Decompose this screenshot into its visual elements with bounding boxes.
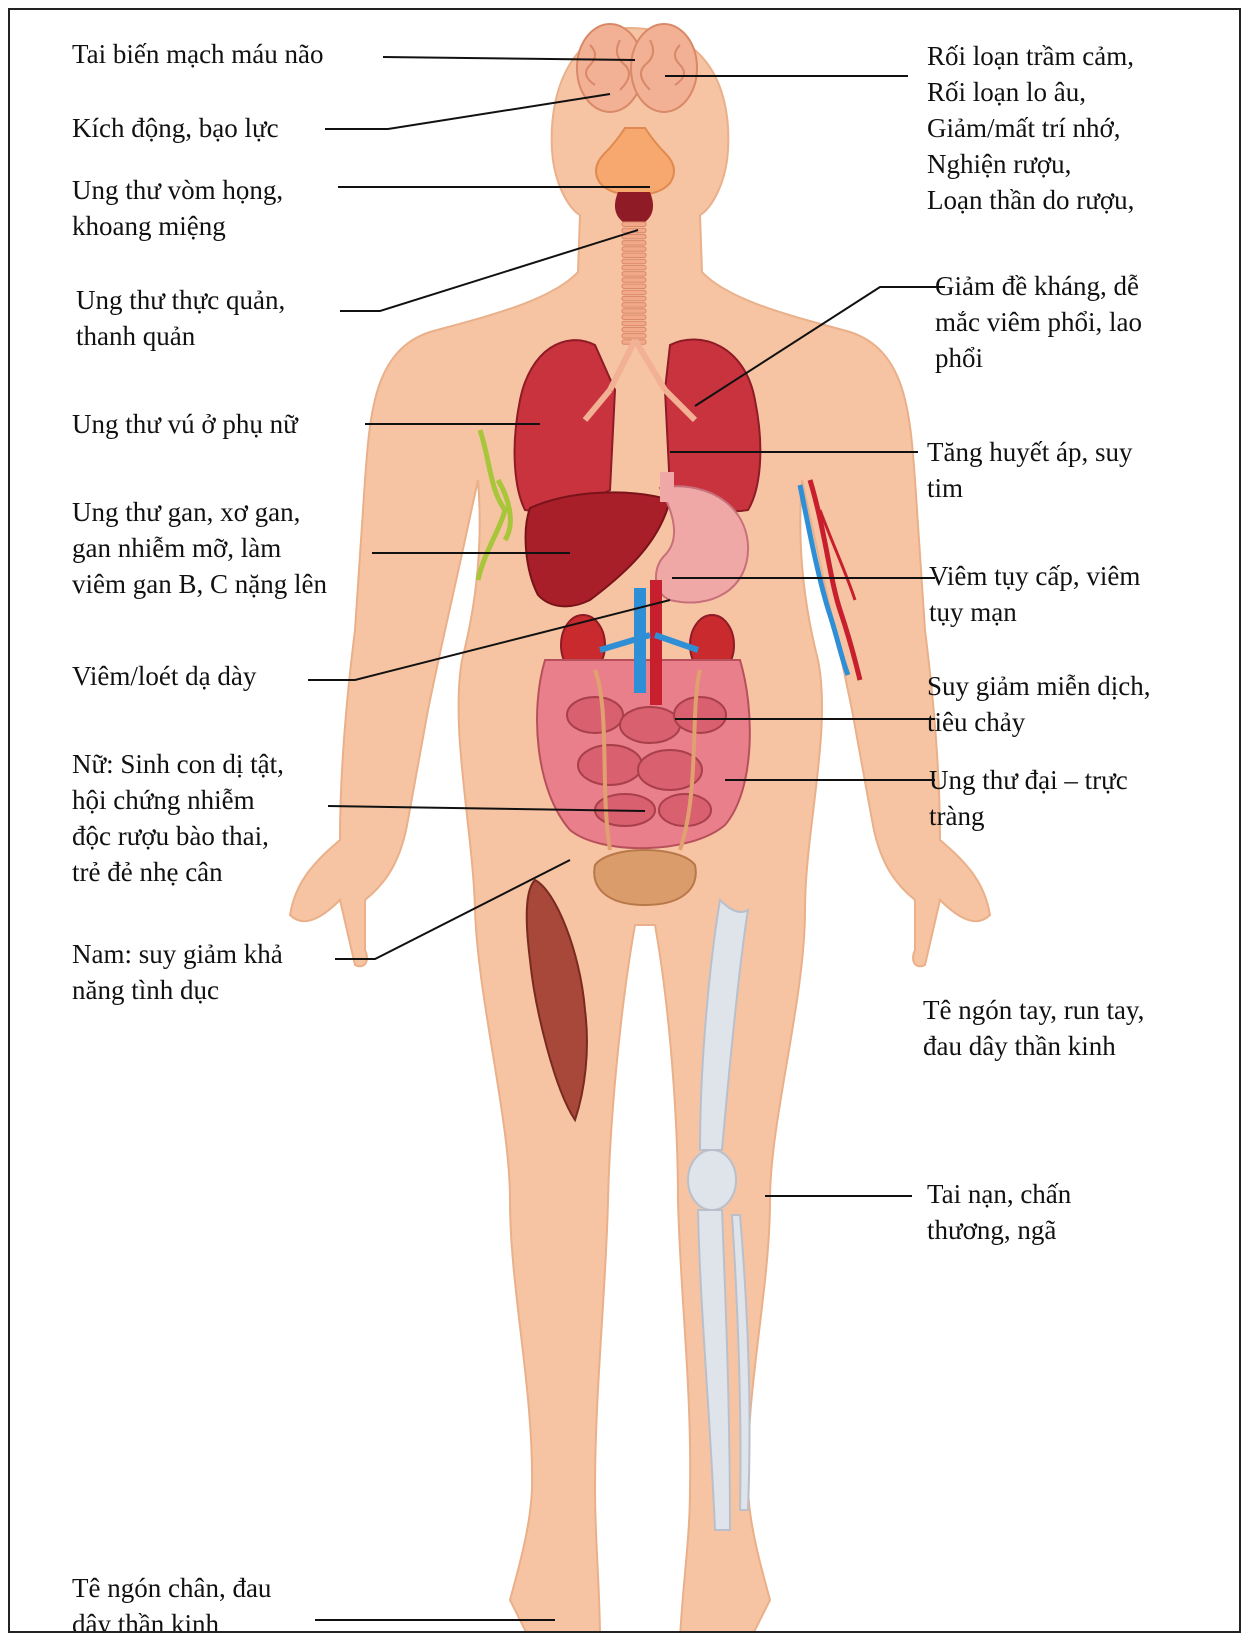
trachea-ring xyxy=(622,278,646,283)
label-toe-numbness: Tê ngón chân, đau dây thần kinh xyxy=(72,1570,271,1633)
trachea-ring xyxy=(622,259,646,264)
label-liver-cancer: Ung thư gan, xơ gan, gan nhiễm mỡ, làm v… xyxy=(72,494,327,602)
label-mental-disorders: Rối loạn trầm cảm, Rối loạn lo âu, Giảm/… xyxy=(927,38,1134,218)
trachea-ring xyxy=(622,247,646,252)
label-stroke: Tai biến mạch máu não xyxy=(72,36,324,72)
aorta xyxy=(650,580,662,705)
label-agitation: Kích động, bạo lực xyxy=(72,110,279,146)
small-intestine-coil xyxy=(674,697,726,733)
trachea-ring xyxy=(622,290,646,295)
trachea-ring xyxy=(622,265,646,270)
trachea-ring xyxy=(622,303,646,308)
larynx xyxy=(615,192,653,222)
trachea-ring xyxy=(622,272,646,277)
small-intestine-coil xyxy=(578,745,642,785)
label-throat-cancer: Ung thư vòm họng, khoang miệng xyxy=(72,172,283,244)
trachea-ring xyxy=(622,334,646,339)
label-finger-numbness: Tê ngón tay, run tay, đau dây thần kinh xyxy=(923,992,1144,1064)
trachea-ring xyxy=(622,327,646,332)
small-intestine-coil xyxy=(659,794,711,826)
brain-right-lobe xyxy=(631,24,697,112)
label-immunity-lungs: Giảm đề kháng, dễ mắc viêm phổi, lao phổ… xyxy=(935,268,1142,376)
trachea-ring xyxy=(622,309,646,314)
trachea-ring xyxy=(622,321,646,326)
trachea-ring xyxy=(622,222,646,227)
label-immune-diarrhea: Suy giảm miễn dịch, tiêu chảy xyxy=(927,668,1150,740)
trachea-ring xyxy=(622,284,646,289)
label-female-effects: Nữ: Sinh con dị tật, hội chứng nhiễm độc… xyxy=(72,746,284,890)
label-male-effects: Nam: suy giảm khả năng tình dục xyxy=(72,936,283,1008)
label-hypertension: Tăng huyết áp, suy tim xyxy=(927,434,1132,506)
esophagus-tube xyxy=(660,472,674,502)
trachea-ring xyxy=(622,241,646,246)
bladder xyxy=(594,850,696,905)
label-accidents: Tai nạn, chấn thương, ngã xyxy=(927,1176,1071,1248)
knee-cap xyxy=(688,1150,736,1210)
trachea-ring xyxy=(622,253,646,258)
small-intestine-coil xyxy=(567,697,623,733)
diagram-frame: Tai biến mạch máu não Kích động, bạo lực… xyxy=(8,8,1241,1633)
trachea-ring xyxy=(622,234,646,239)
trachea-ring xyxy=(622,315,646,320)
trachea-ring xyxy=(622,296,646,301)
label-pancreatitis: Viêm tụy cấp, viêm tụy mạn xyxy=(929,558,1140,630)
small-intestine-coil xyxy=(620,707,680,743)
label-gastric-ulcer: Viêm/loét dạ dày xyxy=(72,658,256,694)
label-colorectal-cancer: Ung thư đại – trực tràng xyxy=(929,762,1128,834)
label-breast-cancer: Ung thư vú ở phụ nữ xyxy=(72,406,298,442)
label-esophagus-cancer: Ung thư thực quản, thanh quản xyxy=(76,282,285,354)
